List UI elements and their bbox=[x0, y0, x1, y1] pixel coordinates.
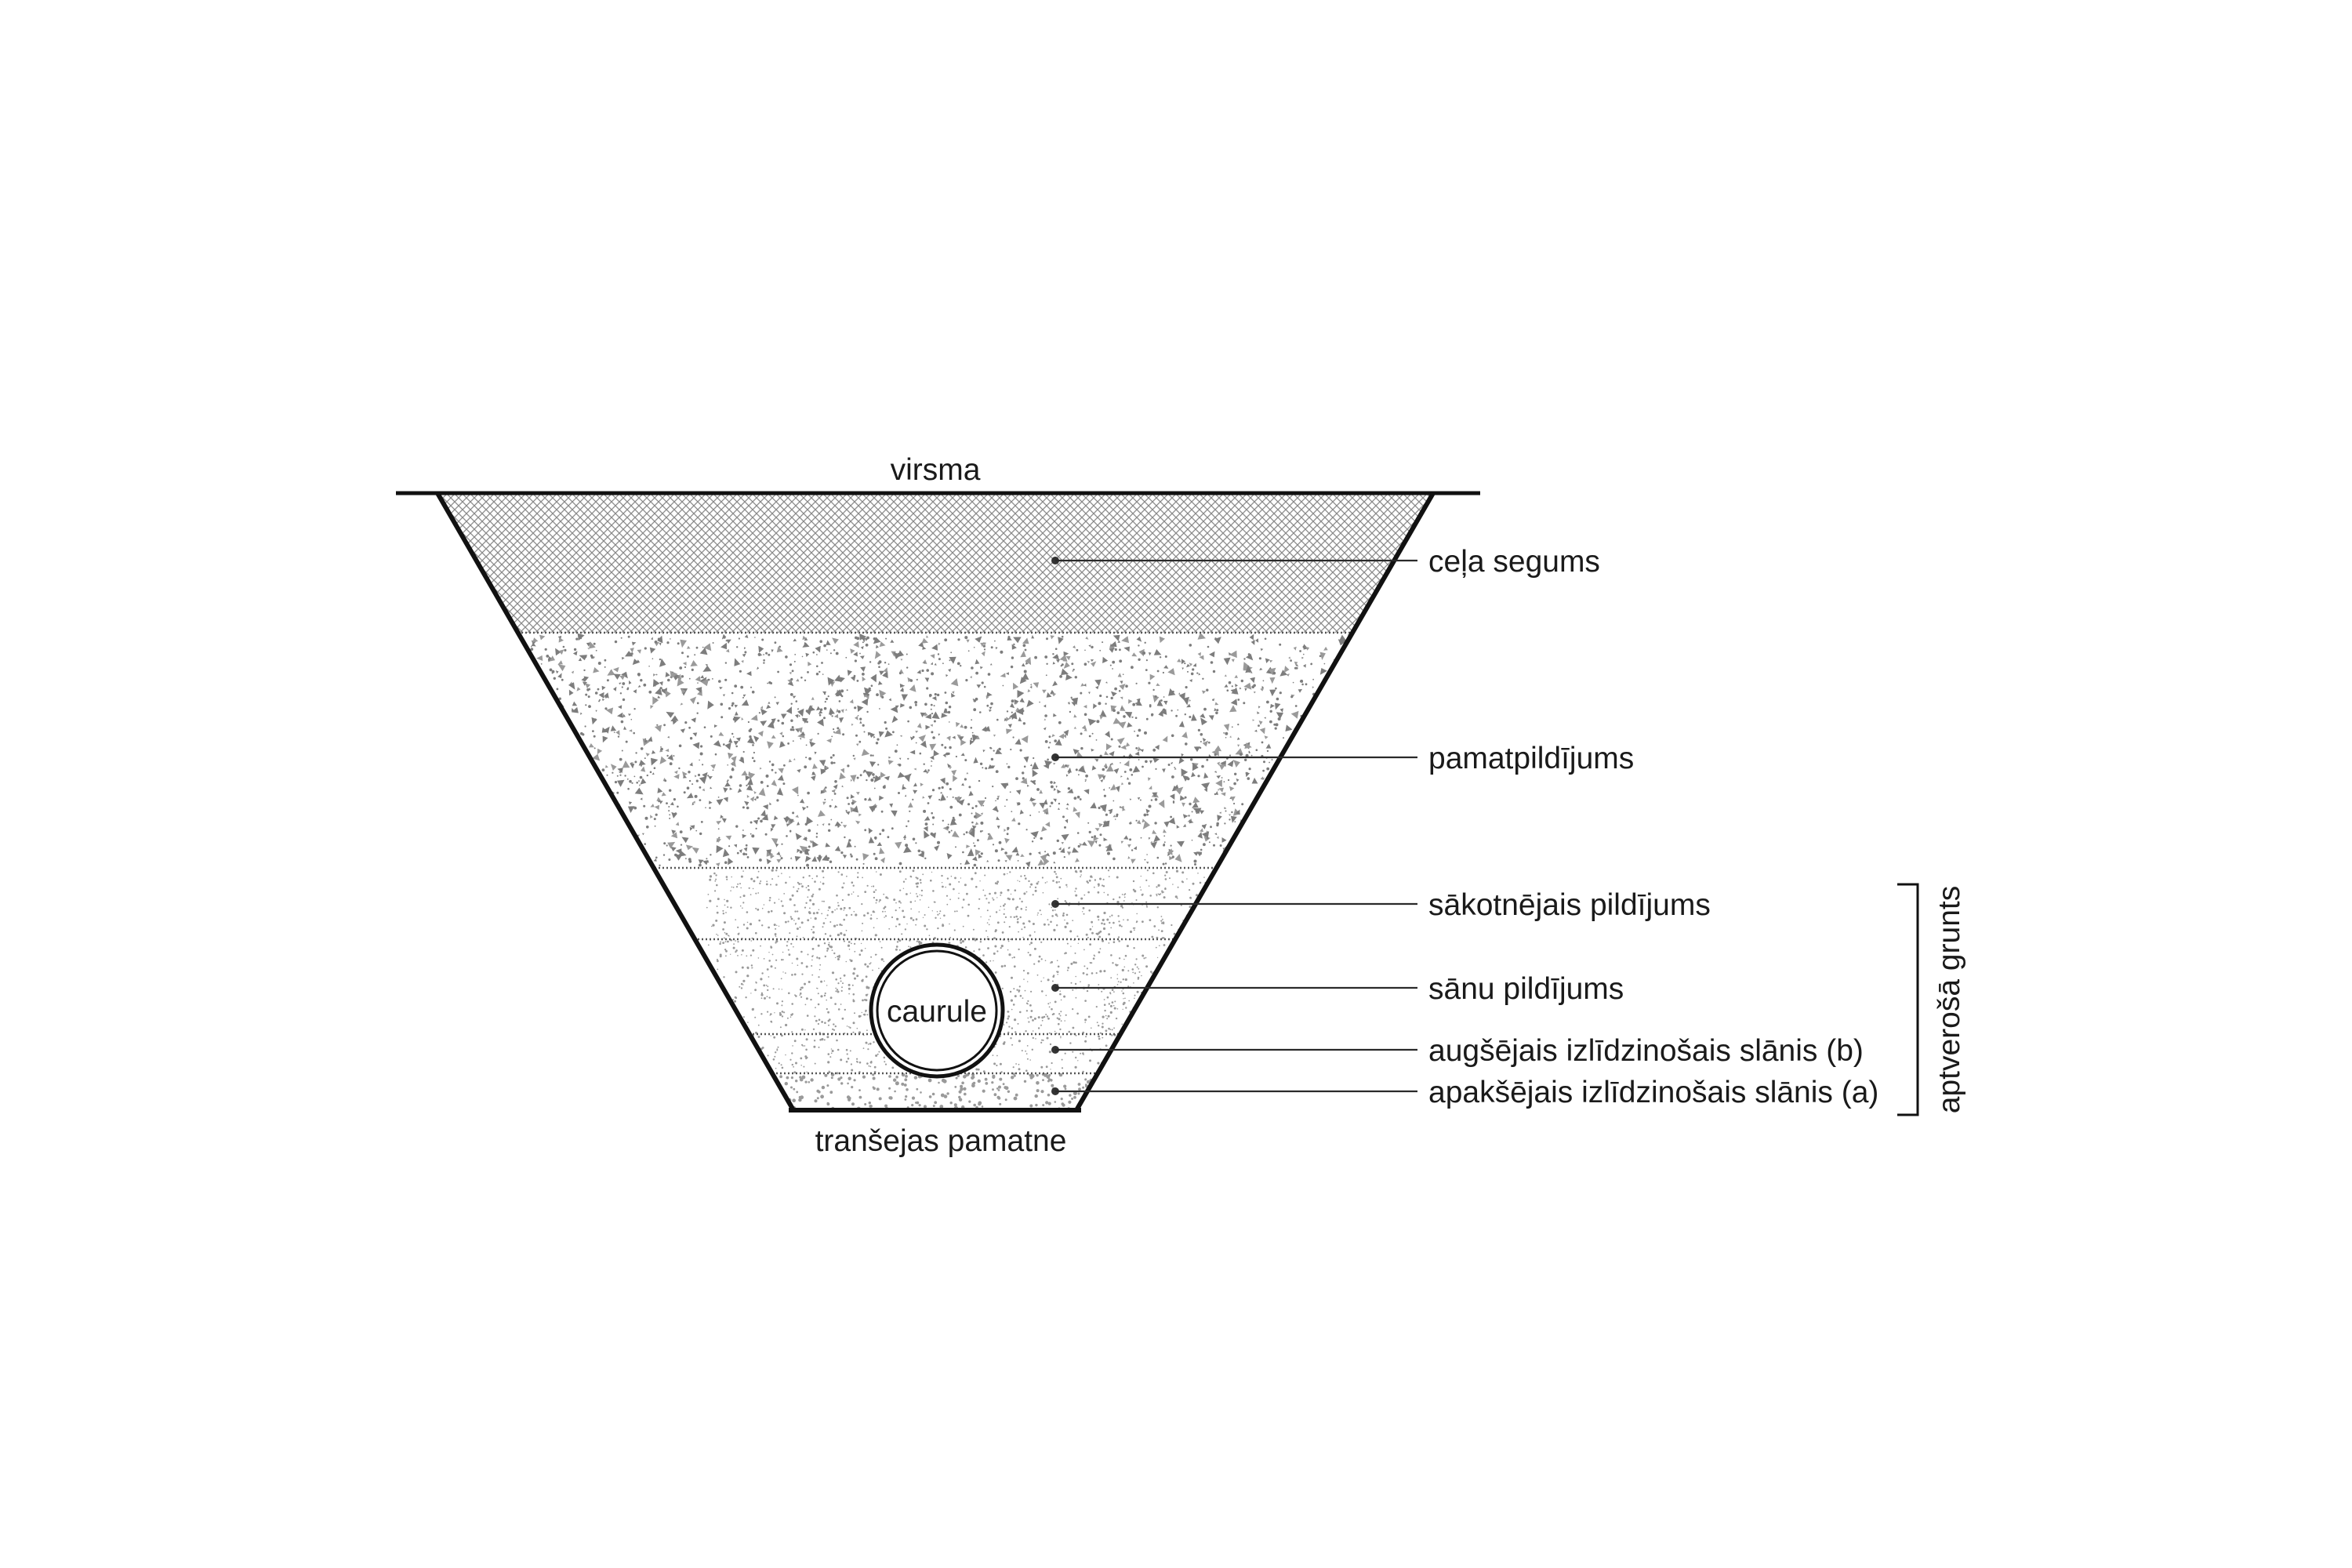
callout-initial-backfill: sākotnējais pildījums bbox=[1051, 888, 1711, 922]
callout-main-backfill: pamatpildījums bbox=[1051, 742, 1634, 775]
layer-label-side-fill: sānu pildījums bbox=[1428, 972, 1624, 1006]
surface-label: virsma bbox=[891, 453, 981, 487]
layer-label-lower-bedding: apakšējais izlīdzinošais slānis (a) bbox=[1428, 1076, 1878, 1109]
callout-road-surface: ceļa segums bbox=[1051, 545, 1600, 579]
pipe-label: caurule bbox=[887, 995, 987, 1029]
callout-lower-bedding: apakšējais izlīdzinošais slānis (a) bbox=[1051, 1076, 1878, 1109]
layer-label-main-backfill: pamatpildījums bbox=[1428, 742, 1634, 775]
layer-main-backfill-fill bbox=[468, 632, 1413, 869]
bracket-label: aptverošā grunts bbox=[1933, 886, 1966, 1114]
pipe: caurule bbox=[869, 942, 1005, 1079]
embedment-bracket: aptverošā grunts bbox=[1897, 883, 1966, 1116]
layer-label-road-surface: ceļa segums bbox=[1428, 545, 1600, 579]
callout-upper-bedding: augšējais izlīdzinošais slānis (b) bbox=[1051, 1034, 1864, 1068]
layer-label-upper-bedding: augšējais izlīdzinošais slānis (b) bbox=[1428, 1034, 1864, 1068]
layer-road-surface-fill bbox=[437, 493, 1433, 633]
trench-bottom-label: tranšejas pamatne bbox=[815, 1124, 1067, 1158]
callout-side-fill: sānu pildījums bbox=[1051, 972, 1624, 1006]
layer-label-initial-backfill: sākotnējais pildījums bbox=[1428, 888, 1711, 922]
trench-wall-right bbox=[1074, 492, 1436, 1112]
trench-wall-left bbox=[435, 492, 796, 1112]
